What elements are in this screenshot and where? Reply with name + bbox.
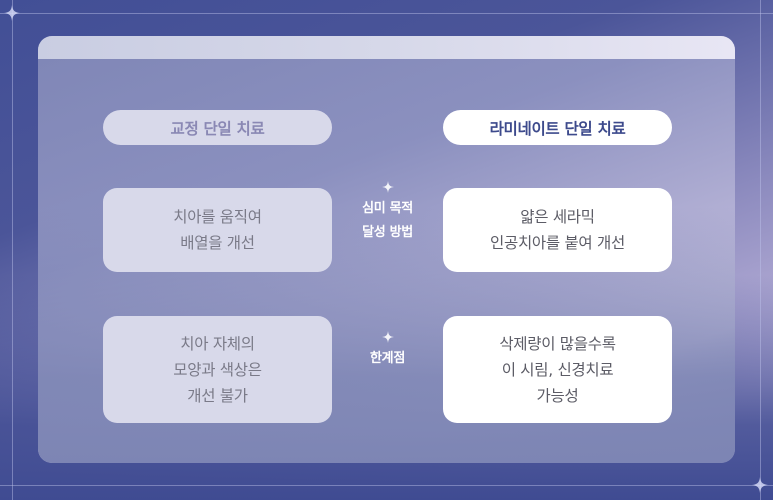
cell-line: 배열을 개선 [180,234,255,252]
row-label-method: 심미 목적 달성 방법 [336,181,439,245]
decorative-grid-line [12,0,13,500]
right-cell-method: 얇은 세라믹 인공치아를 붙여 개선 [443,188,672,272]
right-column-header-label: 라미네이트 단일 치료 [489,119,626,138]
sparkle-icon [381,181,394,193]
right-column-header: 라미네이트 단일 치료 [443,110,672,145]
cell-line: 모양과 색상은 [173,360,262,379]
comparison-table: 교정 단일 치료 라미네이트 단일 치료 치아를 움직여 배열을 개선 심미 목… [38,36,735,463]
cell-line: 개선 불가 [187,386,248,405]
row-label-line: 달성 방법 [362,225,413,240]
cell-line: 인공치아를 붙여 개선 [490,234,625,252]
cell-line: 가능성 [536,386,579,405]
cell-line: 치아 자체의 [180,334,255,353]
cell-line: 얇은 세라믹 [520,208,595,226]
comparison-card: 교정 단일 치료 라미네이트 단일 치료 치아를 움직여 배열을 개선 심미 목… [38,36,735,463]
left-column-header: 교정 단일 치료 [103,110,332,145]
right-cell-limitation: 삭제량이 많을수록 이 시림, 신경치료 가능성 [443,316,672,423]
left-column-header-label: 교정 단일 치료 [170,119,265,138]
left-cell-method: 치아를 움직여 배열을 개선 [103,188,332,272]
sparkle-icon [4,5,20,21]
decorative-grid-line [760,0,761,500]
left-cell-limitation: 치아 자체의 모양과 색상은 개선 불가 [103,316,332,423]
sparkle-icon [381,331,394,343]
row-label-line: 한계점 [370,351,405,366]
cell-line: 이 시림, 신경치료 [501,360,614,379]
row-label-line: 심미 목적 [362,201,413,216]
cell-line: 치아를 움직여 [173,208,262,226]
cell-line: 삭제량이 많을수록 [499,334,616,353]
decorative-grid-line [0,13,773,14]
decorative-grid-line [0,485,773,486]
sparkle-icon [752,477,768,493]
row-label-limitation: 한계점 [336,331,439,371]
